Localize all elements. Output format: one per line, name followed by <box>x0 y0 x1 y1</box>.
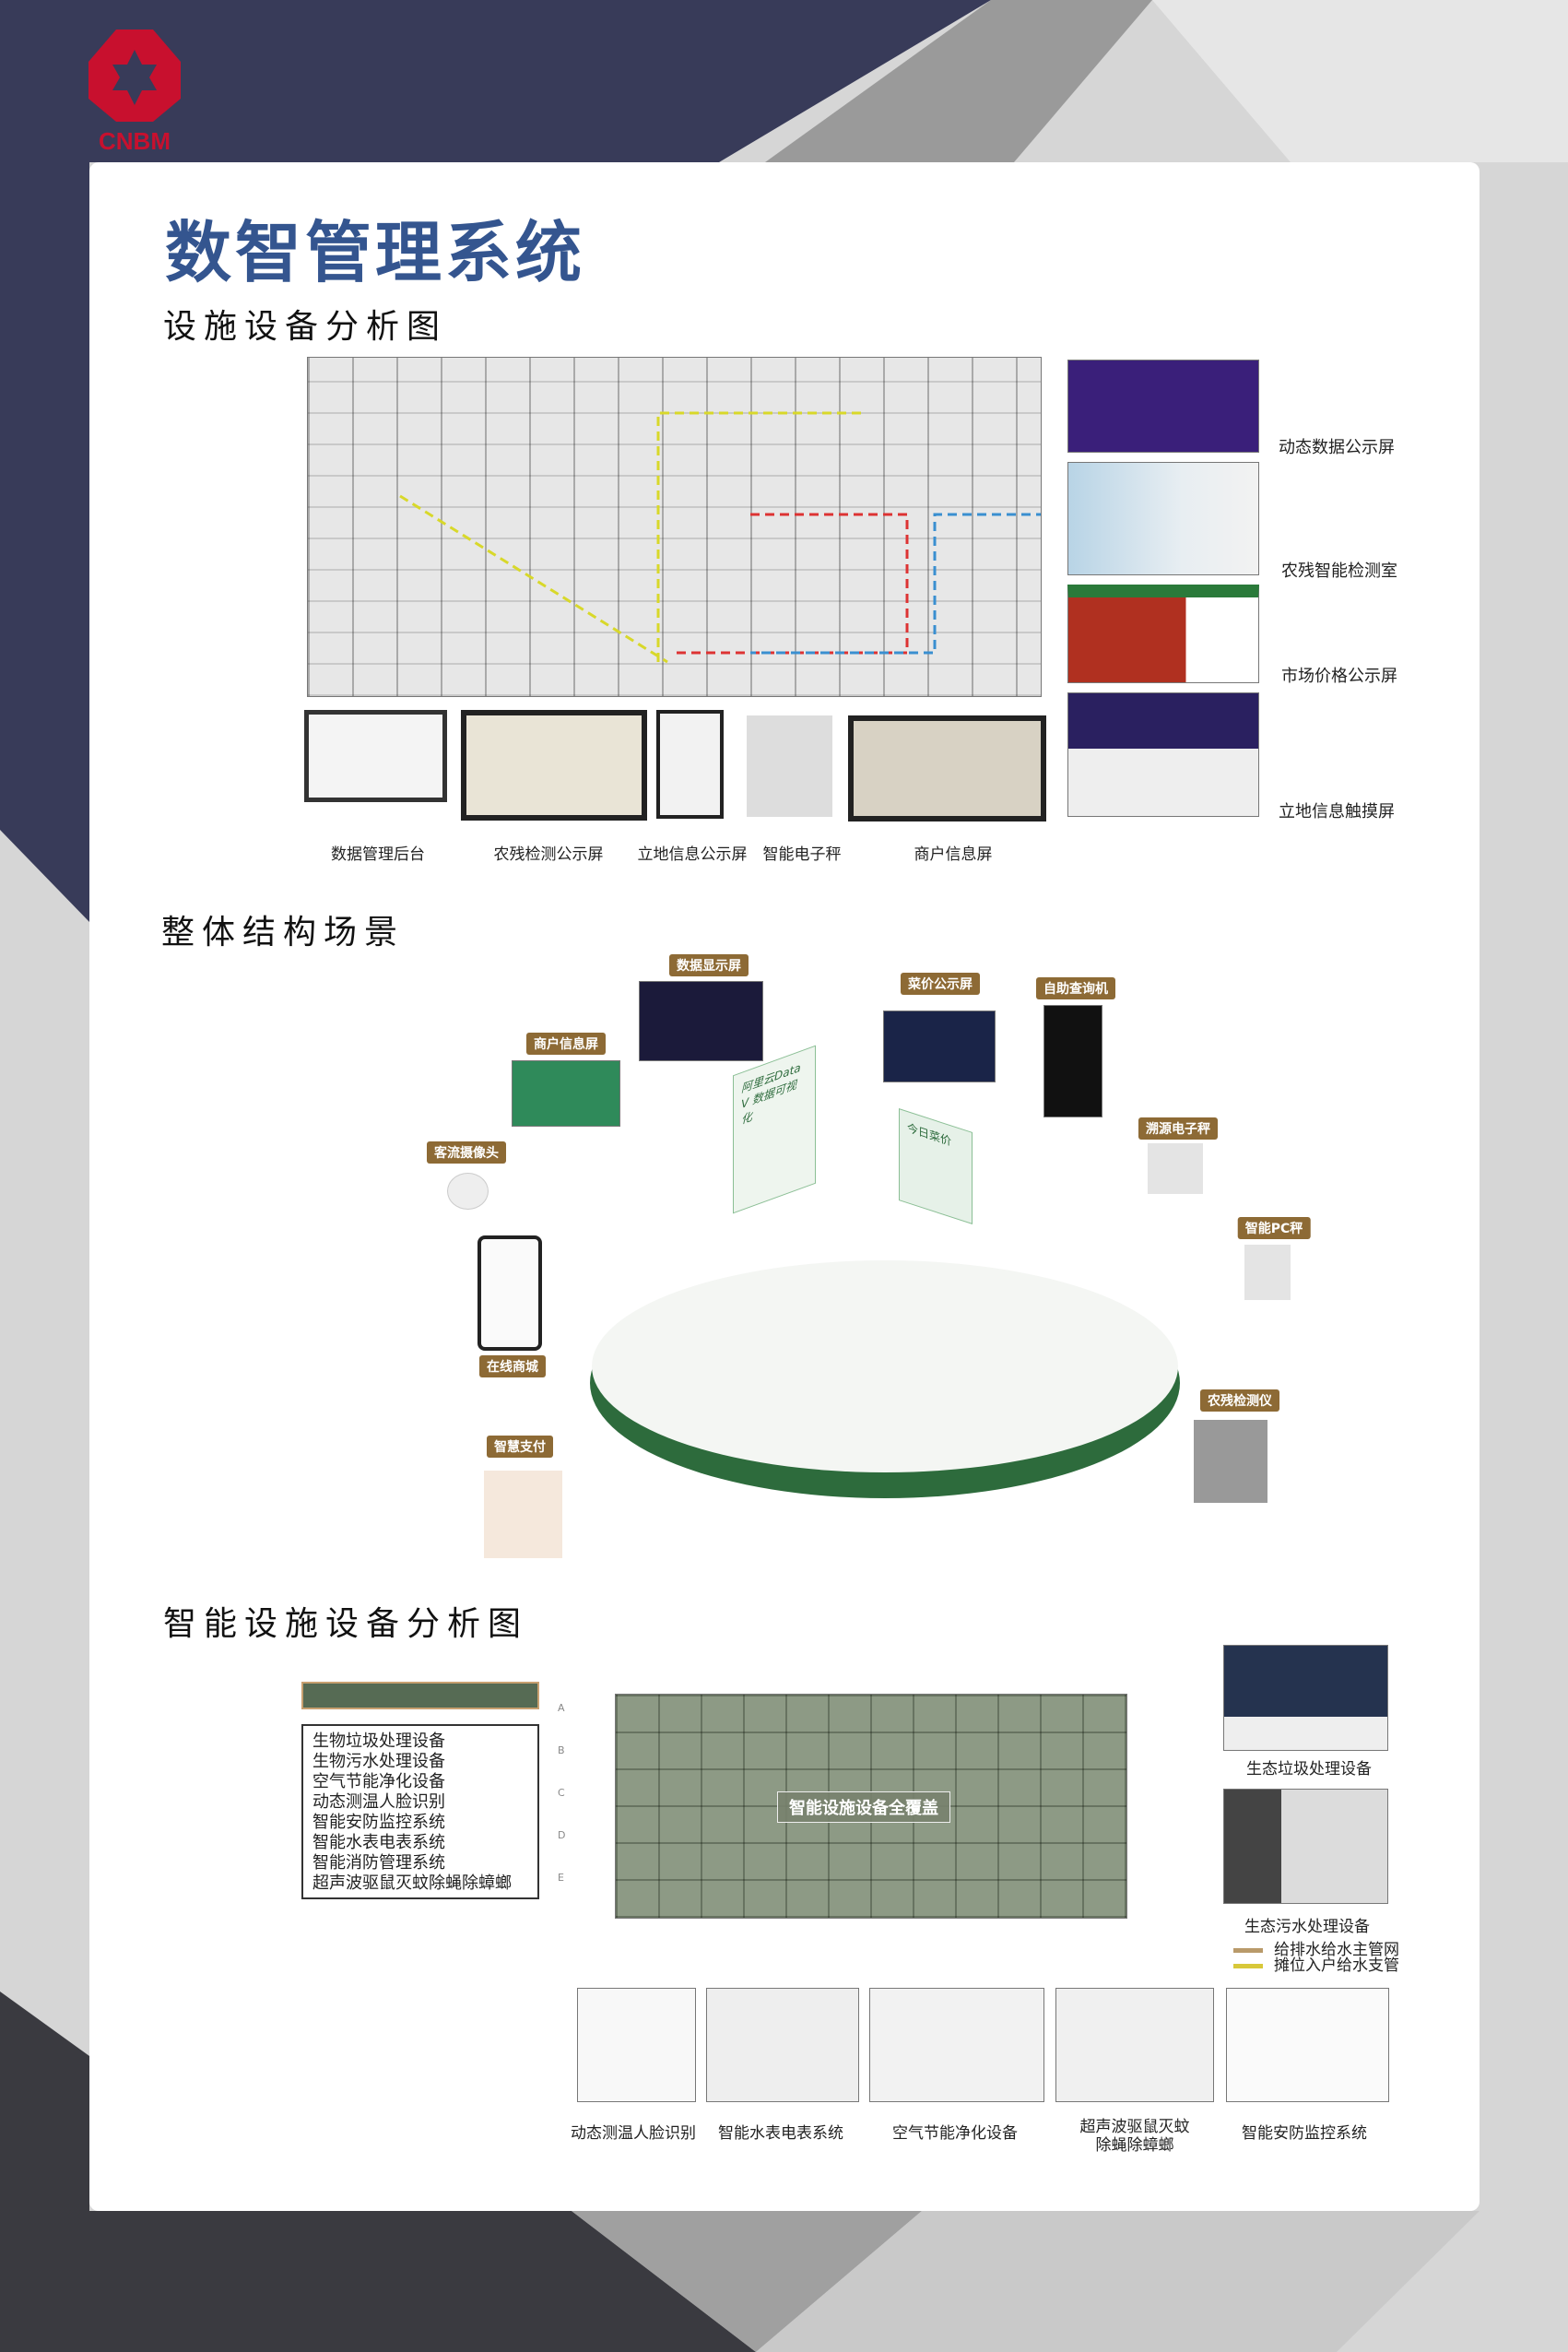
label-security-system: 智能安防监控系统 <box>1242 2124 1367 2143</box>
tag-pesticide-tester: 农残检测仪 <box>1200 1389 1279 1412</box>
legend-item: 动态测温人脸识别 <box>312 1792 445 1812</box>
label-admin-backend: 数据管理后台 <box>331 845 425 864</box>
cnbm-logo: CNBM <box>88 30 181 155</box>
pc-scale-image <box>1244 1245 1291 1300</box>
security-camera-image <box>1226 1988 1389 2102</box>
label-ultrasonic-repeller: 超声波驱鼠灭蚊 除蝇除蟑螂 <box>1079 2118 1190 2155</box>
mall-phone-image <box>477 1235 542 1351</box>
label-pesticide-screen: 农残检测公示屏 <box>493 845 604 864</box>
self-service-kiosk-image <box>1043 1005 1102 1117</box>
tag-trace-scale: 溯源电子秤 <box>1138 1117 1218 1140</box>
grid-row-label: B <box>558 1744 565 1756</box>
pipe-legend-label: 摊位入户给水支管 <box>1274 1956 1399 1975</box>
legend-item: 空气节能净化设备 <box>312 1772 445 1791</box>
tag-pc-scale: 智能PC秤 <box>1237 1217 1311 1239</box>
pipe-legend-main: 给排水给水主管网 <box>1233 1943 1399 1958</box>
label-info-screen: 立地信息公示屏 <box>637 845 748 864</box>
equipment-legend: 生物垃圾处理设备 生物污水处理设备 空气节能净化设备 动态测温人脸识别 智能安防… <box>301 1724 539 1899</box>
legend-item: 生物垃圾处理设备 <box>312 1731 445 1751</box>
lab-image <box>1067 462 1259 575</box>
legend-item: 智能安防监控系统 <box>312 1813 445 1832</box>
main-pipe-swatch <box>1233 1947 1263 1953</box>
legend-item: 生物污水处理设备 <box>312 1752 445 1771</box>
ultrasonic-repeller-image <box>1055 1988 1214 2102</box>
plan-coverage-label: 智能设施设备全覆盖 <box>777 1791 950 1823</box>
legend-item: 超声波驱鼠灭蚊除蝇除蟑螂 <box>312 1873 512 1893</box>
veg-price-image <box>883 1011 996 1082</box>
market-price-screen-image <box>1067 585 1259 683</box>
merchant-info-image <box>512 1060 620 1127</box>
dynamic-data-screen-image <box>1067 360 1259 453</box>
garbage-equipment-image <box>1223 1645 1388 1751</box>
camera-image <box>447 1173 489 1210</box>
floor-plan-1 <box>307 357 1042 697</box>
grid-row-labels: A B C D E <box>558 1687 565 1899</box>
label-sewage-equipment: 生态污水处理设备 <box>1244 1918 1370 1936</box>
tag-merchant-info: 商户信息屏 <box>526 1033 606 1055</box>
logo-octagon-icon <box>88 30 181 122</box>
scene-disc <box>590 1260 1180 1498</box>
sewage-equipment-image <box>1223 1789 1388 1904</box>
label-pesticide-lab: 农残智能检测室 <box>1281 561 1397 581</box>
label-air-purifier: 空气节能净化设备 <box>892 2124 1018 2143</box>
legend-header-bar <box>301 1682 539 1709</box>
merchant-screen-image <box>848 715 1046 821</box>
connector-lines <box>399 411 1041 664</box>
grid-row-label: C <box>558 1787 565 1799</box>
pipe-legend-label: 给排水给水主管网 <box>1274 1941 1399 1959</box>
legend-item: 智能水表电表系统 <box>312 1833 445 1852</box>
label-garbage-equipment: 生态垃圾处理设备 <box>1246 1760 1372 1779</box>
legend-item: 智能消防管理系统 <box>312 1853 445 1873</box>
label-dynamic-data-screen: 动态数据公示屏 <box>1279 438 1395 457</box>
pipe-legend-branch: 摊位入户给水支管 <box>1233 1958 1399 1974</box>
electronic-scale-image <box>747 715 832 817</box>
trace-scale-image <box>1148 1143 1203 1194</box>
tag-data-display: 数据显示屏 <box>669 954 749 976</box>
grid-row-label: D <box>558 1829 566 1841</box>
floor-plan-2: 智能设施设备全覆盖 <box>615 1694 1127 1919</box>
face-recognition-image <box>577 1988 696 2102</box>
tag-online-mall: 在线商城 <box>479 1355 546 1377</box>
tag-veg-price: 菜价公示屏 <box>901 973 980 995</box>
touch-screen-image <box>1067 692 1259 817</box>
tag-camera: 客流摄像头 <box>427 1141 506 1164</box>
label-smart-scale: 智能电子秤 <box>762 845 842 864</box>
section1-heading: 设施设备分析图 <box>163 308 448 346</box>
label-market-price-screen: 市场价格公示屏 <box>1281 667 1397 686</box>
branch-pipe-swatch <box>1233 1963 1263 1968</box>
data-display-image <box>639 981 763 1061</box>
admin-monitor-image <box>304 710 447 802</box>
section2-heading: 整体结构场景 <box>161 914 406 951</box>
meter-image <box>706 1988 859 2102</box>
section3-heading: 智能设施设备分析图 <box>163 1605 529 1643</box>
pesticide-screen-image <box>461 710 647 821</box>
label-touch-screen: 立地信息触摸屏 <box>1279 802 1395 821</box>
logo-text: CNBM <box>99 127 171 155</box>
tag-kiosk: 自助查询机 <box>1036 977 1115 999</box>
label-merchant-screen: 商户信息屏 <box>914 845 993 864</box>
label-meter-system: 智能水表电表系统 <box>718 2124 843 2143</box>
grid-row-label: E <box>558 1872 564 1884</box>
info-screen-image <box>656 710 724 819</box>
label-face-recognition: 动态测温人脸识别 <box>571 2124 696 2143</box>
air-purifier-image <box>869 1988 1044 2102</box>
grid-row-label: A <box>558 1702 565 1714</box>
pesticide-tester-image <box>1194 1420 1267 1503</box>
tag-smart-pay: 智慧支付 <box>487 1436 553 1458</box>
pipe-legend: 给排水给水主管网 摊位入户给水支管 <box>1233 1943 1399 1974</box>
page-title: 数智管理系统 <box>165 214 586 291</box>
pay-image <box>484 1471 562 1558</box>
